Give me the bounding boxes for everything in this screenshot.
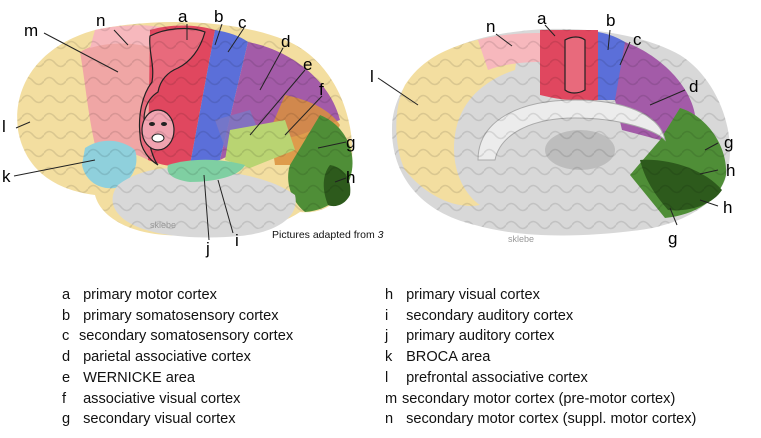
- figure-caption: Pictures adapted from 3: [272, 229, 383, 241]
- legend-item: e WERNICKE area: [62, 369, 195, 386]
- medial-homunculus: [564, 36, 586, 94]
- medial-brain-view: [392, 28, 730, 236]
- watermark-lateral: sklebe: [150, 220, 176, 230]
- legend-item: l prefrontal associative cortex: [385, 369, 588, 386]
- caption-ref: 3: [377, 229, 384, 241]
- legend-item: j primary auditory cortex: [385, 328, 555, 345]
- callout-e: e: [303, 55, 312, 74]
- brain-figure: a b c d e f g h i j k l m n a b c d g h …: [2, 7, 735, 258]
- callout-n: n: [96, 11, 105, 30]
- callout-medial-c: c: [633, 30, 642, 49]
- legend-item: f associative visual cortex: [62, 390, 241, 407]
- callout-b: b: [214, 7, 223, 26]
- callout-l: l: [2, 117, 6, 136]
- watermark-medial: sklebe: [508, 234, 534, 244]
- legend-item: b primary somatosensory cortex: [62, 307, 279, 324]
- callout-a: a: [178, 7, 188, 26]
- legend-item: a primary motor cortex: [62, 287, 217, 303]
- callout-h: h: [346, 168, 355, 187]
- callout-medial-l: l: [370, 67, 374, 86]
- medial-callouts: a b c d g h h g l n: [370, 9, 735, 248]
- callout-medial-h1: h: [726, 161, 735, 180]
- callout-medial-a: a: [537, 9, 547, 28]
- callout-f: f: [319, 80, 324, 99]
- caption-text: Pictures adapted from: [272, 229, 378, 241]
- callout-g: g: [346, 133, 355, 152]
- callout-k: k: [2, 167, 11, 186]
- legend-item: h primary visual cortex: [385, 287, 540, 303]
- legend-left: a primary motor cortex b primary somatos…: [62, 285, 293, 430]
- lateral-brain-view: [17, 21, 353, 238]
- legend-item: d parietal associative cortex: [62, 349, 251, 366]
- callout-d: d: [281, 32, 290, 51]
- legend-item: g secondary visual cortex: [62, 411, 236, 428]
- callout-medial-n: n: [486, 17, 495, 36]
- lateral-callouts: a b c d e f g h i j k l m n: [2, 7, 355, 258]
- callout-medial-g: g: [724, 133, 733, 152]
- callout-medial-b: b: [606, 11, 615, 30]
- callout-medial-h2: h: [723, 198, 732, 217]
- legend-item: i secondary auditory cortex: [385, 307, 574, 324]
- callout-j: j: [205, 239, 210, 258]
- callout-medial-g2: g: [668, 229, 677, 248]
- callout-medial-d: d: [689, 77, 698, 96]
- legend-item: k BROCA area: [385, 349, 491, 366]
- callout-m: m: [24, 21, 38, 40]
- callout-i: i: [235, 231, 239, 250]
- callout-c: c: [238, 13, 247, 32]
- legend-item: n secondary motor cortex (suppl. motor c…: [385, 411, 697, 428]
- leader-lines: [13, 23, 719, 241]
- legend-right: h primary visual cortex i secondary audi…: [385, 285, 696, 430]
